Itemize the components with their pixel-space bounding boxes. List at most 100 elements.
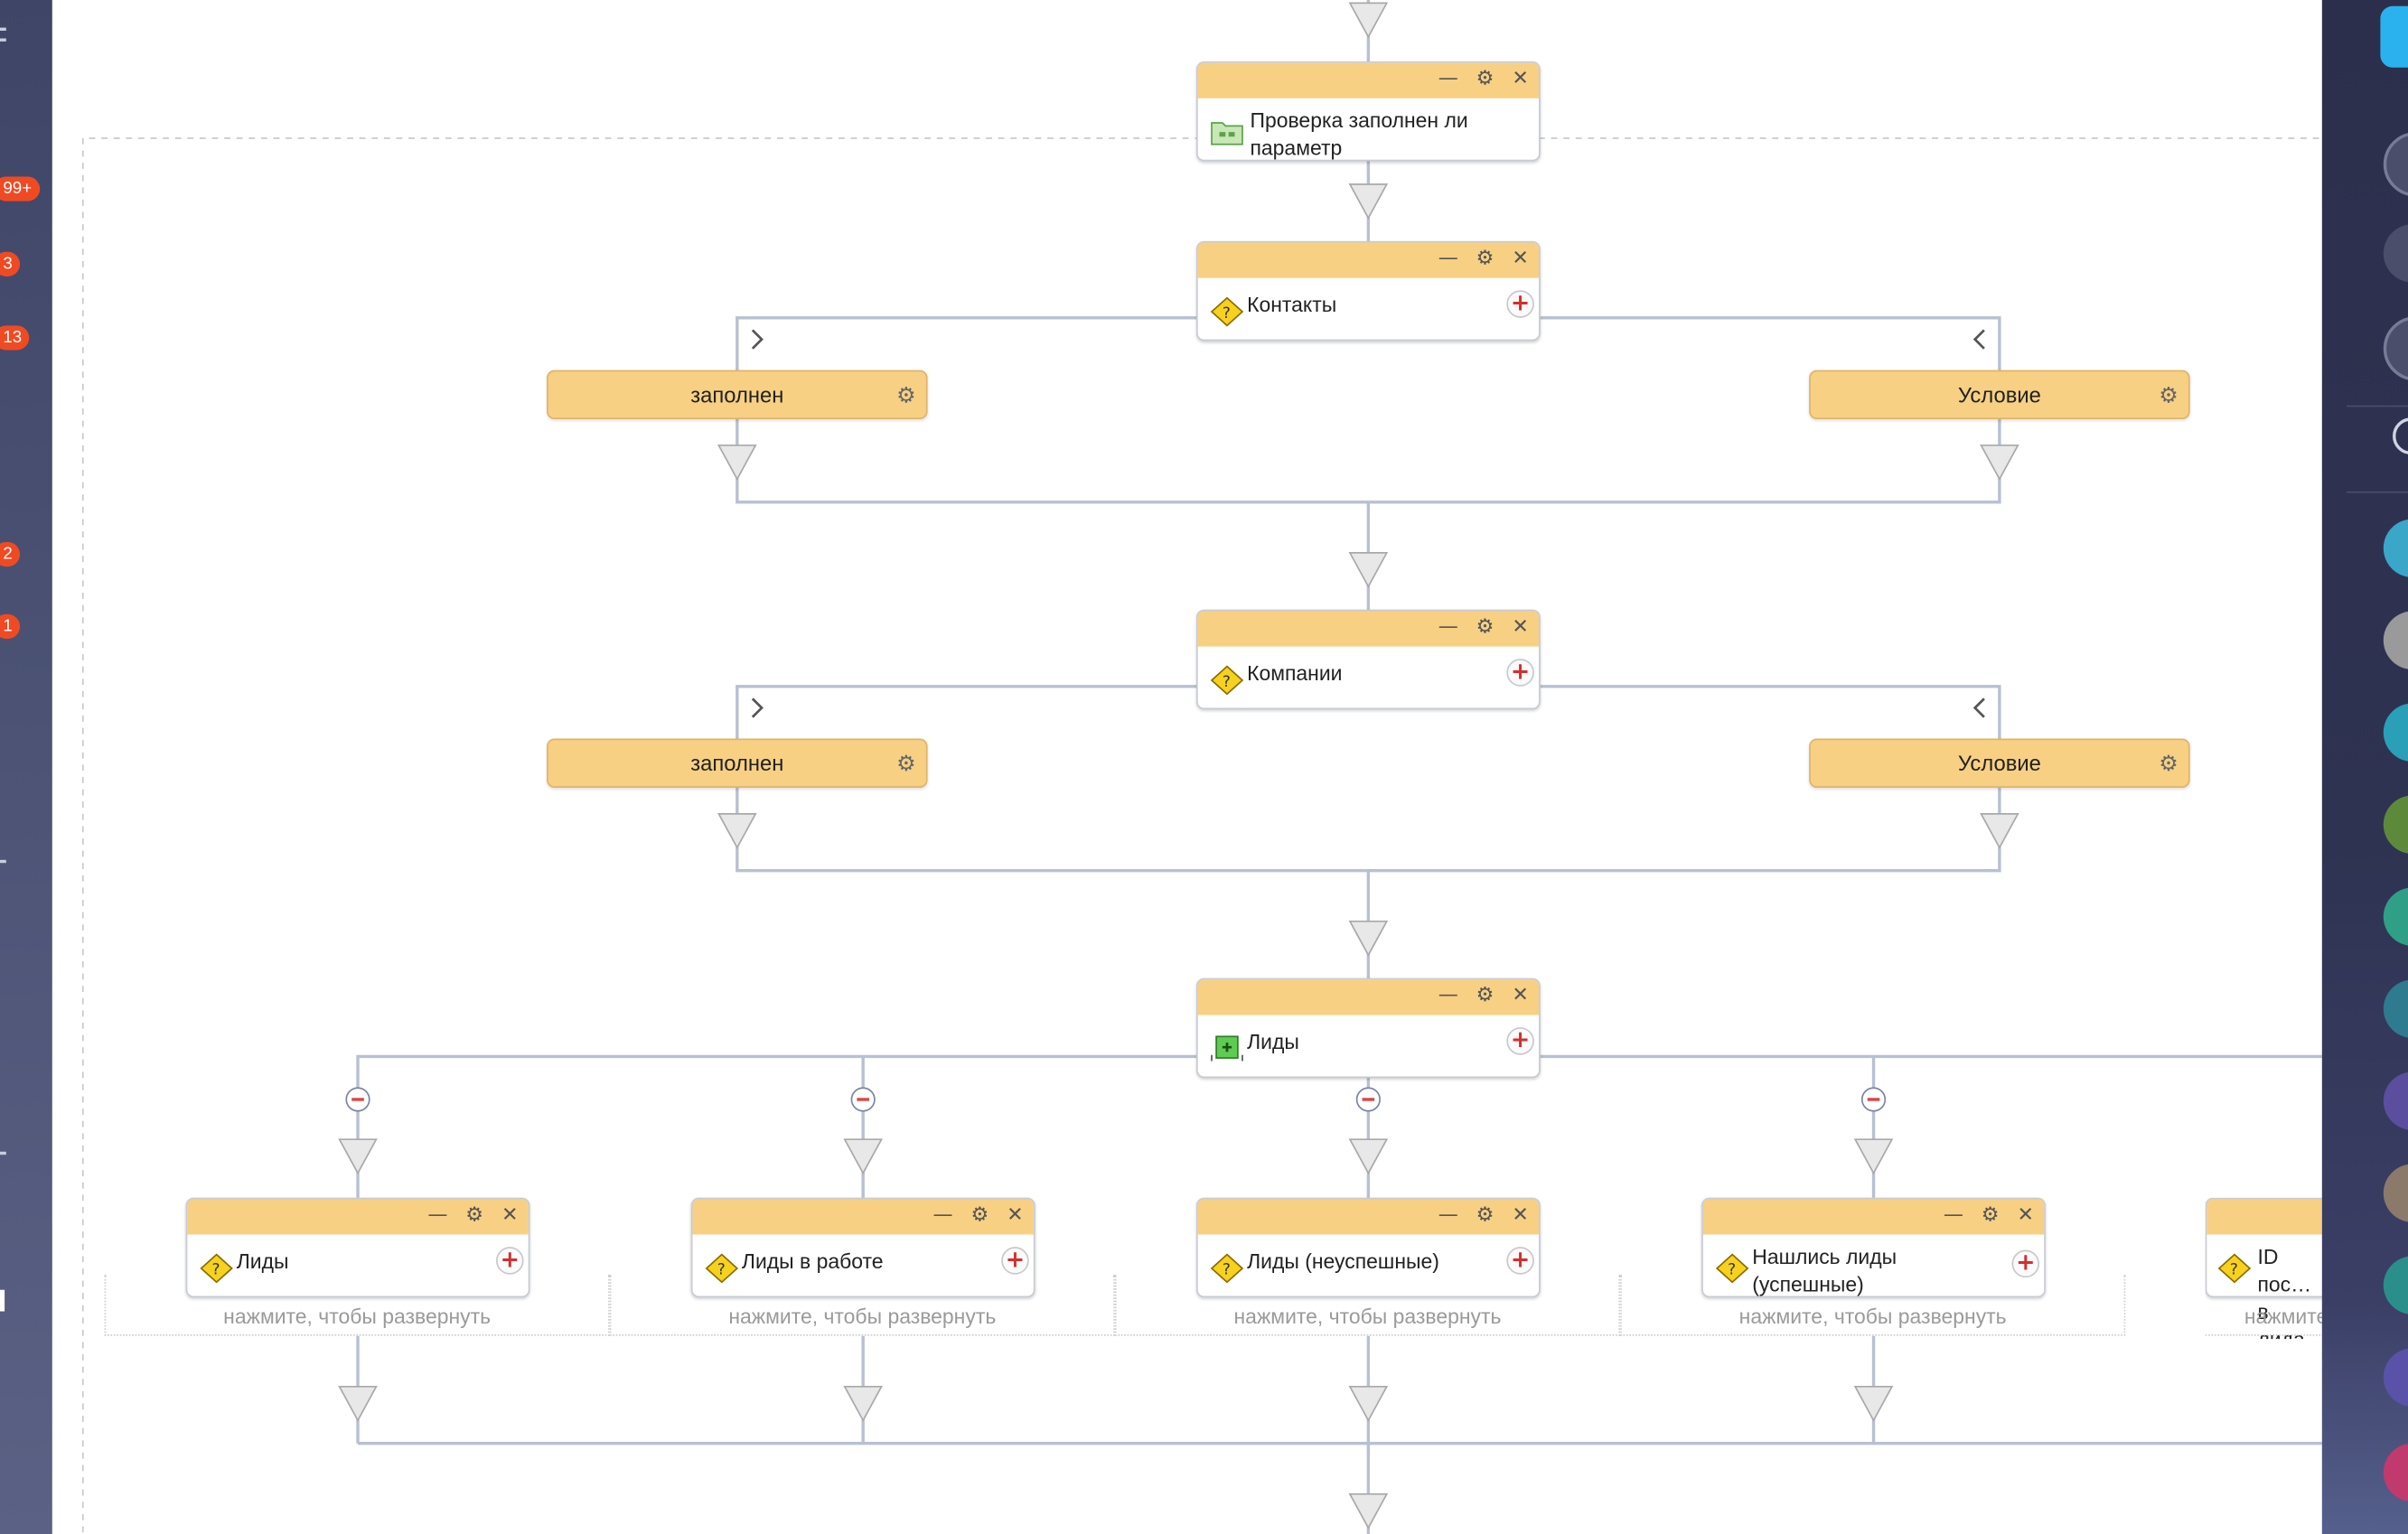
branch-label: Условие [1957, 751, 2041, 776]
avatar[interactable] [2383, 1256, 2408, 1314]
block-child-leads-in-work[interactable]: — ⚙ ✕ ? Лиды в работе + [690, 1197, 1035, 1298]
svg-text:?: ? [1223, 304, 1231, 323]
minimize-icon[interactable]: — [1438, 67, 1458, 91]
condition-icon: ? [1210, 296, 1244, 327]
close-icon[interactable]: ✕ [1512, 247, 1529, 271]
parallel-icon [1211, 1035, 1243, 1062]
expand-hint[interactable]: нажмите, чтобы развернуть [609, 1274, 1115, 1336]
gear-icon[interactable]: ⚙ [1981, 1203, 2000, 1228]
expand-hint[interactable]: нажмите, чтобы развернуть [1114, 1274, 1621, 1336]
close-icon[interactable]: ✕ [2017, 1203, 2035, 1228]
block-title: Лиды в работе [741, 1249, 884, 1274]
add-branch-button[interactable]: + [495, 1247, 524, 1275]
branch-label: Условие [1957, 382, 2041, 407]
sidebar-active-indicator [0, 1289, 5, 1312]
gear-icon[interactable]: ⚙ [1476, 67, 1494, 91]
block-contacts[interactable]: — ⚙ ✕ ? Контакты + [1196, 240, 1541, 341]
avatar[interactable] [2383, 1164, 2408, 1222]
expand-hint[interactable]: нажмите, чтобы развернуть [2205, 1274, 2322, 1336]
notification-badge: 3 [0, 251, 21, 276]
add-branch-button[interactable]: + [1001, 1247, 1029, 1275]
avatar[interactable] [2383, 1348, 2408, 1407]
collapse-branch-button[interactable] [345, 1087, 370, 1112]
sidebar-item[interactable] [0, 859, 6, 864]
block-child-leads-failed[interactable]: — ⚙ ✕ ? Лиды (неуспешные) + [1196, 1197, 1541, 1298]
branch-label: заполнен [690, 382, 784, 407]
gear-icon[interactable]: ⚙ [1476, 247, 1494, 271]
add-branch-button[interactable]: + [1506, 659, 1534, 687]
block-title: Проверка заполнен ли параметр [1250, 108, 1468, 160]
notification-badge: 2 [0, 541, 21, 567]
add-branch-button[interactable]: + [1506, 1027, 1534, 1055]
gear-icon[interactable]: ⚙ [896, 382, 916, 407]
branch-condition[interactable]: Условие ⚙ [1809, 369, 2190, 420]
close-icon[interactable]: ✕ [1512, 1203, 1529, 1228]
collapse-branch-button[interactable] [1355, 1087, 1381, 1112]
block-title: Лиды [1247, 1030, 1299, 1053]
block-companies[interactable]: — ⚙ ✕ ? Компании + [1196, 609, 1541, 710]
condition-icon: ? [1210, 665, 1244, 696]
gear-icon[interactable]: ⚙ [2159, 751, 2178, 776]
add-branch-button[interactable]: + [1506, 290, 1534, 318]
divider [2347, 491, 2408, 493]
expand-hint[interactable]: нажмите, чтобы развернуть [104, 1274, 610, 1336]
block-leads-parallel[interactable]: — ⚙ ✕ Лиды + [1196, 977, 1541, 1079]
minimize-icon[interactable]: — [1943, 1203, 1963, 1228]
avatar[interactable] [2383, 795, 2408, 855]
branch-filled[interactable]: заполнен ⚙ [547, 369, 928, 420]
block-child-id[interactable]: ? ID пос… в лида… [2205, 1197, 2322, 1339]
avatar[interactable] [2383, 1443, 2408, 1502]
avatar[interactable] [2383, 519, 2408, 578]
close-icon[interactable]: ✕ [1007, 1203, 1024, 1228]
minimize-icon[interactable]: — [1438, 1203, 1458, 1228]
add-branch-button[interactable]: + [2011, 1249, 2040, 1278]
close-icon[interactable]: ✕ [1512, 615, 1529, 640]
add-branch-button[interactable]: + [1506, 1247, 1534, 1275]
avatar[interactable] [2383, 979, 2408, 1038]
block-title: Лиды (неуспешные) [1247, 1249, 1439, 1274]
close-icon[interactable]: ✕ [1512, 67, 1529, 91]
close-icon[interactable]: ✕ [1512, 984, 1529, 1008]
block-child-leads[interactable]: — ⚙ ✕ ? Лиды + [185, 1197, 530, 1298]
condition-icon: ? [200, 1253, 233, 1284]
notification-badge: 99+ [0, 176, 40, 201]
gear-icon[interactable]: ⚙ [896, 751, 916, 776]
left-sidebar: 99+ 3 13 2 1 [0, 0, 52, 1534]
minimize-icon[interactable]: — [427, 1203, 448, 1228]
avatar[interactable] [2383, 703, 2408, 762]
clip-child-5: ? ID пос… в лида… нажмите, чтобы разверн… [2205, 1197, 2322, 1339]
collapse-branch-button[interactable] [850, 1087, 876, 1112]
svg-text:?: ? [1223, 673, 1231, 691]
block-title: Контакты [1247, 293, 1337, 317]
minimize-icon[interactable]: — [1438, 615, 1458, 640]
sidebar-item[interactable] [0, 1151, 6, 1155]
avatar[interactable] [2383, 887, 2408, 947]
branch-label: заполнен [690, 751, 784, 776]
block-child-leads-success[interactable]: — ⚙ ✕ ? Нашлись лиды (успешные) + [1701, 1197, 2046, 1298]
minimize-icon[interactable]: — [1438, 247, 1458, 271]
close-icon[interactable]: ✕ [501, 1203, 519, 1228]
minimize-icon[interactable]: — [1438, 984, 1458, 1008]
gear-icon[interactable]: ⚙ [1476, 1203, 1494, 1228]
gear-icon[interactable]: ⚙ [2159, 382, 2178, 407]
history-icon[interactable] [2383, 316, 2408, 381]
condition-icon: ? [2217, 1253, 2252, 1284]
avatar[interactable] [2383, 611, 2408, 670]
gear-icon[interactable]: ⚙ [1476, 615, 1494, 640]
avatar[interactable] [2383, 1071, 2408, 1130]
block-title: Нашлись лиды (успешные) [1752, 1245, 1897, 1296]
branch-condition[interactable]: Условие ⚙ [1809, 738, 2190, 788]
gear-icon[interactable]: ⚙ [465, 1203, 484, 1228]
search-icon[interactable] [2393, 417, 2408, 455]
branch-filled[interactable]: заполнен ⚙ [547, 738, 928, 788]
gear-icon[interactable]: ⚙ [970, 1203, 989, 1228]
chat-icon[interactable] [2380, 5, 2408, 68]
at-icon[interactable] [2383, 132, 2408, 197]
bell-icon[interactable] [2383, 224, 2408, 283]
block-check-parameter[interactable]: — ⚙ ✕ Проверка заполнен ли параметр [1196, 61, 1541, 162]
expand-hint[interactable]: нажмите, чтобы развернуть [1620, 1274, 2126, 1336]
collapse-branch-button[interactable] [1860, 1087, 1887, 1112]
divider [2347, 405, 2408, 407]
gear-icon[interactable]: ⚙ [1476, 984, 1494, 1008]
minimize-icon[interactable]: — [932, 1203, 953, 1228]
